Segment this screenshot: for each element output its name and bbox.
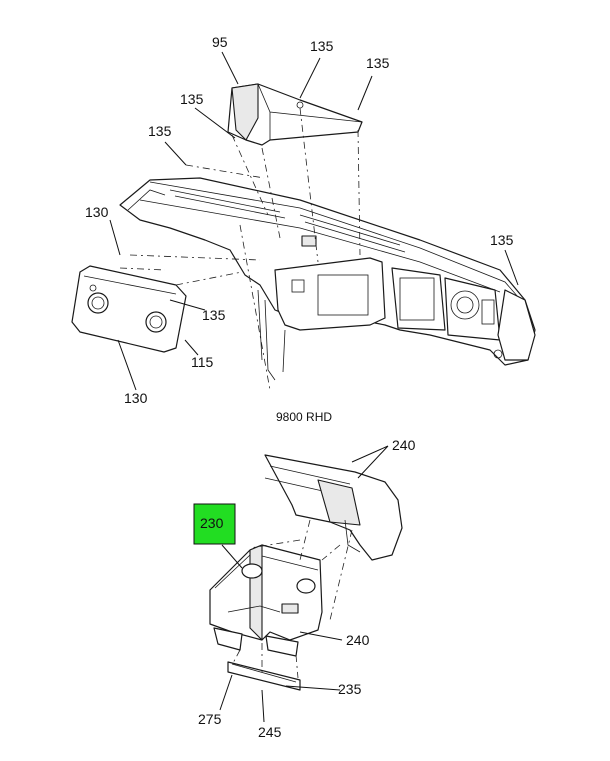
callout-135: 135	[490, 232, 514, 248]
highlight-box	[193, 503, 236, 545]
trim-panel-95	[227, 83, 363, 146]
callout-230: 230	[200, 515, 224, 531]
leader-lines	[109, 51, 519, 723]
trim-strip	[227, 661, 301, 691]
projection-lines-lower	[231, 519, 353, 679]
label-plate	[281, 603, 299, 614]
callout-240: 240	[346, 632, 370, 648]
knob-left	[87, 292, 109, 314]
callout-130: 130	[85, 204, 109, 220]
dashboard-assembly	[119, 177, 536, 381]
vent-slot	[301, 235, 317, 247]
duct-hole-left	[241, 563, 263, 579]
duct-hole-right	[296, 578, 316, 594]
callout-95: 95	[212, 34, 228, 50]
callout-235: 235	[338, 681, 362, 697]
bracket-230	[209, 544, 323, 657]
knob-right	[145, 311, 167, 333]
projection-lines-upper	[119, 107, 361, 391]
callout-135: 135	[310, 38, 334, 54]
duct-assembly	[264, 454, 403, 561]
center-stack	[391, 267, 446, 331]
callout-115: 115	[191, 354, 214, 370]
switch-panel-115	[71, 265, 187, 353]
callout-135: 135	[366, 55, 390, 71]
callout-275: 275	[198, 711, 222, 727]
diagram-caption: 9800 RHD	[276, 410, 332, 424]
callout-135: 135	[180, 91, 204, 107]
callout-240: 240	[392, 437, 416, 453]
dash-end-cap	[497, 289, 536, 361]
callout-130: 130	[124, 390, 148, 406]
gauge-cluster-opening	[274, 257, 386, 331]
callout-135: 135	[148, 123, 172, 139]
callout-135: 135	[202, 307, 226, 323]
callout-245: 245	[258, 724, 282, 740]
